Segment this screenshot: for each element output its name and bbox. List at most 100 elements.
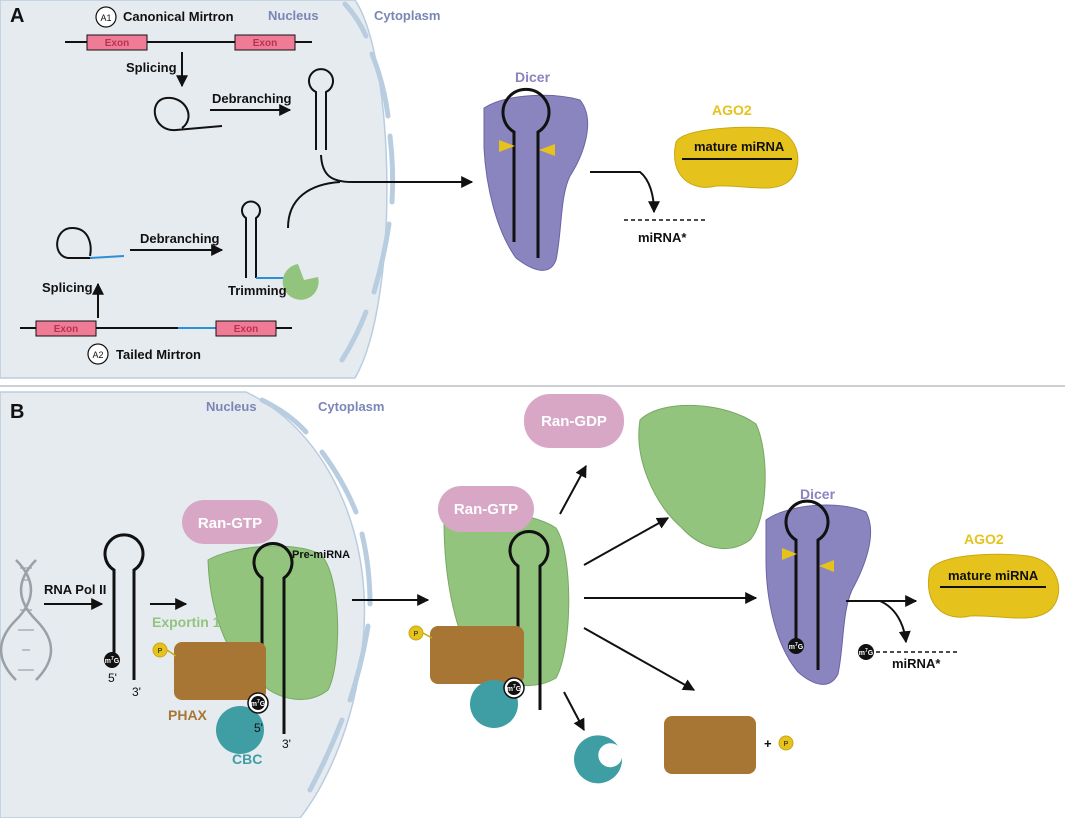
exon-a1-right-label: Exon xyxy=(253,38,277,49)
pre-mirna-hairpin-cytoplasm xyxy=(508,530,550,710)
splicing-label-a2: Splicing xyxy=(42,280,93,295)
tailed-to-dicer-curve xyxy=(287,181,341,229)
phax-cytoplasm xyxy=(430,626,524,684)
phosphate-cytoplasm-text: P xyxy=(414,631,419,638)
phax-release-arrow xyxy=(583,627,696,691)
ran-gtp-label-cytoplasm: Ran-GTP xyxy=(454,501,518,518)
cytoplasm-label-a: Cytoplasm xyxy=(374,8,440,23)
badge-a2-text: A2 xyxy=(92,350,103,360)
phosphate-link-nucleus xyxy=(166,649,177,657)
splicing-label-a1: Splicing xyxy=(126,60,177,75)
mirna-star-label-b: miRNA* xyxy=(892,656,941,671)
rna-pol-label: RNA Pol II xyxy=(44,582,106,597)
panel-a-letter: A xyxy=(10,5,24,27)
free-phosphate xyxy=(778,735,794,751)
three-prime-label-2: 3' xyxy=(282,737,291,751)
nuclear-membrane-b xyxy=(259,397,373,793)
dicer-out-arrow-a xyxy=(590,171,660,214)
phosphate-link-cytoplasm xyxy=(422,632,433,639)
m7g-cap-3 xyxy=(507,681,521,695)
dicer-out-arrow-b xyxy=(846,600,911,644)
exon-a2-left-label: Exon xyxy=(54,324,78,335)
ran-gdp-arrow xyxy=(559,464,587,515)
pre-mirna-label: Pre-miRNA xyxy=(292,549,350,561)
lariat-a2-tail xyxy=(89,255,125,259)
canonical-mirtron-title: Canonical Mirtron xyxy=(123,9,234,24)
ran-gdp xyxy=(524,394,624,448)
badge-a2 xyxy=(87,343,109,365)
ago2-label-a: AGO2 xyxy=(712,102,752,118)
mature-mirna-label-a: mature miRNA xyxy=(694,139,785,154)
pri-mirna-hairpin xyxy=(103,533,145,680)
m7g-cap-4-text: m7G xyxy=(789,642,804,651)
mature-mirna-label-b: mature miRNA xyxy=(948,568,1039,583)
hairpin-a2 xyxy=(241,200,261,278)
cleavage-site-b-right xyxy=(819,560,834,572)
exportin-release-arrow xyxy=(583,517,670,566)
ran-gtp-label-nucleus: Ran-GTP xyxy=(198,515,262,532)
hairpin-a1 xyxy=(308,68,334,150)
dicer-label-a: Dicer xyxy=(515,69,551,85)
dicer-a-hairpin xyxy=(501,87,551,258)
cleavage-site-b-left xyxy=(782,548,797,560)
m7g-cap-2-text: m7G xyxy=(251,699,266,708)
three-prime-label-1: 3' xyxy=(132,685,141,699)
nuclear-membrane-a xyxy=(339,1,396,363)
exon-a1-left xyxy=(86,34,148,51)
lariat-a2 xyxy=(56,226,92,259)
badge-a1-text: A1 xyxy=(100,13,111,23)
m7g-cap-5 xyxy=(858,644,874,660)
to-dicer-arrow-a xyxy=(320,154,474,188)
exon-a1-left-label: Exon xyxy=(105,38,129,49)
debranching-label-a1: Debranching xyxy=(212,91,292,106)
nucleus-label-b: Nucleus xyxy=(206,399,257,414)
trimming-label: Trimming xyxy=(228,283,287,298)
m7g-cap-2 xyxy=(251,696,265,710)
pre-mirna-hairpin xyxy=(252,542,294,734)
dicer-b-hairpin xyxy=(784,499,830,670)
phosphate-nucleus-text: P xyxy=(158,648,163,655)
m7g-cap-3-text: m7G xyxy=(507,684,522,693)
lariat-a1 xyxy=(153,96,223,132)
free-cbc xyxy=(574,735,623,784)
exportin-label: Exportin 1 xyxy=(152,614,221,630)
badge-a1 xyxy=(95,6,117,28)
five-prime-label-1: 5' xyxy=(108,671,117,685)
free-exportin-1 xyxy=(638,404,766,549)
exon-a2-right-label: Exon xyxy=(234,324,258,335)
cbc-nucleus xyxy=(216,706,264,754)
dicer-label-b: Dicer xyxy=(800,486,836,502)
ago2-label-b: AGO2 xyxy=(964,531,1004,547)
ran-gdp-label: Ran-GDP xyxy=(541,413,607,430)
exon-a2-left xyxy=(35,320,97,337)
dicer-a xyxy=(483,94,589,271)
ran-gtp-nucleus xyxy=(182,500,278,544)
m7g-cap-5-text: m7G xyxy=(859,648,874,657)
tailed-mirtron-title: Tailed Mirtron xyxy=(116,347,201,362)
m7g-cap-1-text: m7G xyxy=(105,656,120,665)
five-prime-label-2: 5' xyxy=(254,721,263,735)
nucleus-label-a: Nucleus xyxy=(268,8,319,23)
cytoplasm-label-b: Cytoplasm xyxy=(318,399,384,414)
panel-a: A Nucleus Cytoplasm A1 Canonical Mirtron… xyxy=(0,0,799,379)
ago2-a xyxy=(674,126,799,189)
debranching-label-a2: Debranching xyxy=(140,231,220,246)
exon-a2-right xyxy=(215,320,277,337)
cleavage-site-a-left xyxy=(499,140,515,152)
panel-b: B Nucleus Cytoplasm RNA Pol II m7G 5' 3'… xyxy=(0,391,1060,818)
phax-label: PHAX xyxy=(168,707,208,723)
dna-icon xyxy=(0,559,53,681)
m7g-cap-4 xyxy=(788,638,804,654)
panel-b-letter: B xyxy=(10,401,24,423)
free-phosphate-text: P xyxy=(784,741,789,748)
ran-gtp-cytoplasm xyxy=(438,486,534,532)
trimming-nuclease xyxy=(282,264,319,300)
free-phax xyxy=(664,716,756,774)
phax-nucleus xyxy=(174,642,266,700)
cbc-label: CBC xyxy=(232,751,262,767)
plus-sign: + xyxy=(764,736,772,751)
m7g-cap-1 xyxy=(104,652,120,668)
cleavage-site-a-right xyxy=(539,144,555,156)
cbc-release-arrow xyxy=(563,691,585,732)
mirna-star-label-a: miRNA* xyxy=(638,230,687,245)
